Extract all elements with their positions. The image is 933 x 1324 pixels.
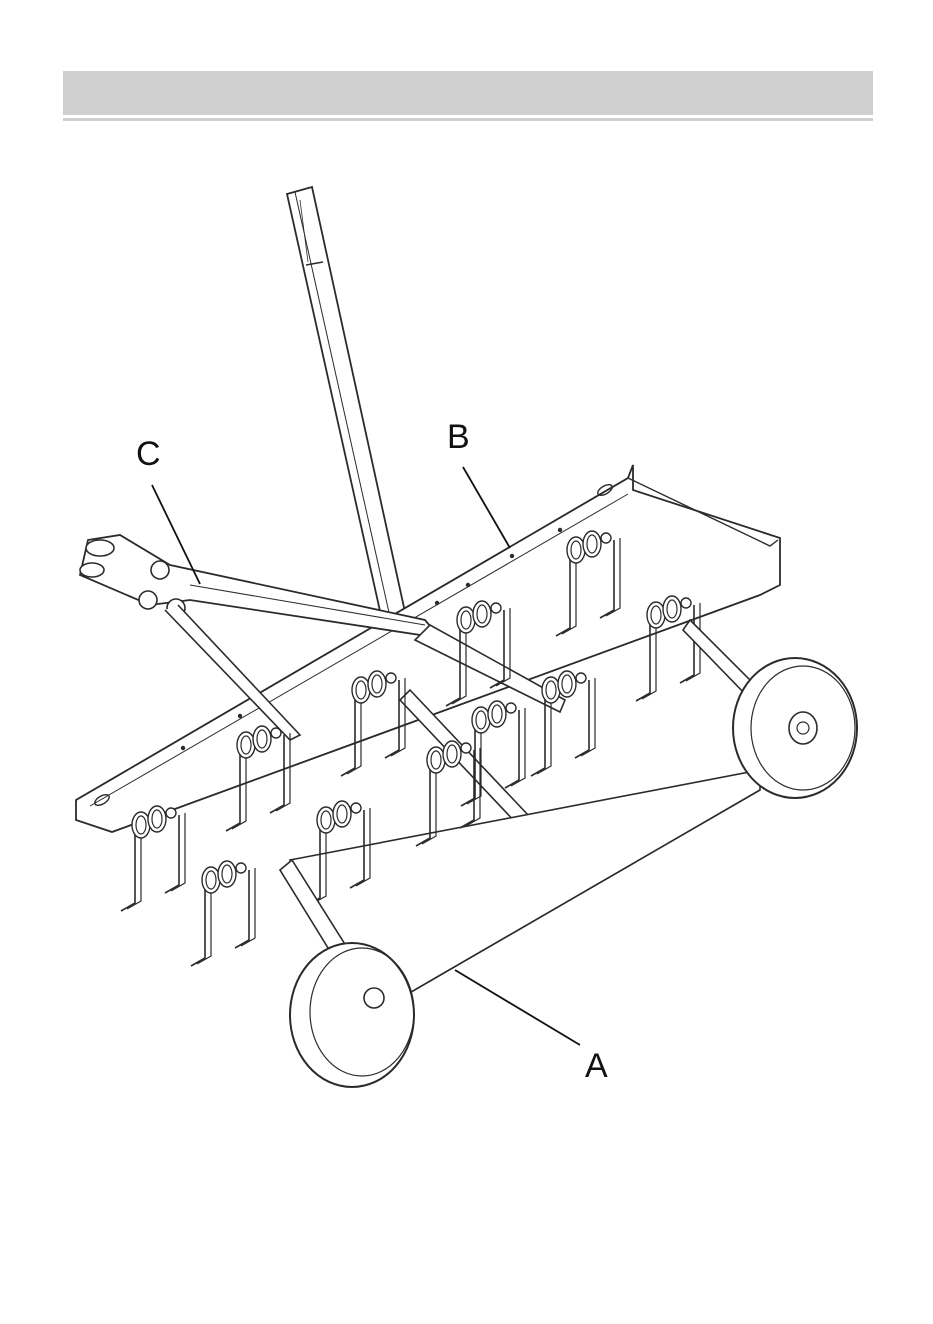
leader-line-a	[455, 970, 580, 1045]
frame-tray	[76, 465, 780, 832]
callout-c: C	[136, 435, 161, 473]
right-wheel	[733, 658, 857, 798]
callout-a: A	[585, 1047, 608, 1085]
left-wheel	[290, 943, 414, 1087]
callout-b: B	[447, 418, 470, 456]
leader-line-b	[463, 467, 510, 548]
handle	[287, 187, 405, 620]
